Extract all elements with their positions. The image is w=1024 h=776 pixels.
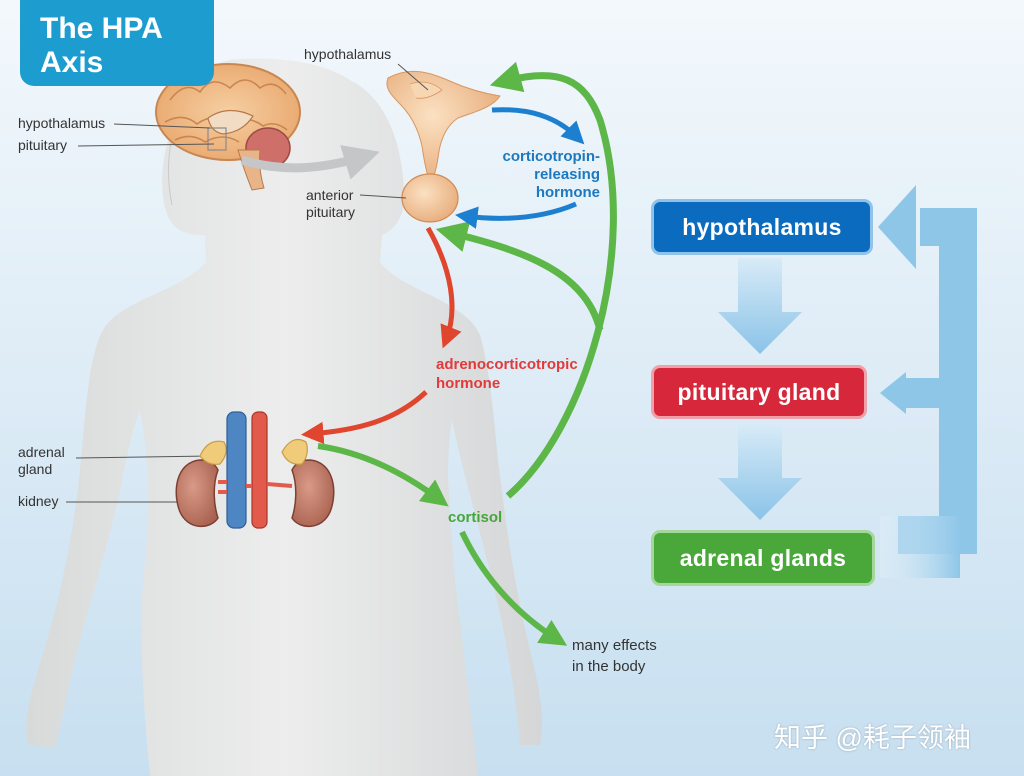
cortisol-effects-arrow [459, 530, 568, 646]
label-acth-1: adrenocorticotropic [436, 356, 578, 373]
aorta [251, 411, 268, 529]
flow-box-hypothalamus: hypothalamus [651, 199, 873, 255]
cortisol-feedback-pituitary-arrow [435, 221, 604, 331]
flow-box-pituitary-label: pituitary gland [677, 378, 841, 405]
label-pituitary: pituitary [18, 137, 68, 153]
pituitary-pointer [77, 143, 215, 147]
human-body-silhouette [26, 58, 542, 776]
title-box: The HPA Axis [20, 0, 214, 86]
label-effects-2: in the body [572, 658, 646, 675]
right-kidney [291, 459, 335, 527]
adrenal-pointer [75, 455, 211, 459]
label-acth-2: hormone [436, 375, 501, 392]
anterior-pituitary [401, 173, 459, 223]
label-anterior-2: pituitary [306, 204, 356, 220]
feedback-arrow-to-hypothalamus [878, 185, 916, 269]
flow-arrow-pituitary-to-adrenal [718, 424, 802, 520]
adrenal-to-cortisol-arrow [317, 443, 449, 507]
label-adrenal-1: adrenal [18, 444, 65, 460]
watermark: 知乎 @耗子领袖 [774, 723, 971, 753]
anterior-pituitary-pointer [359, 194, 407, 199]
acth-arrow-to-adrenal [301, 390, 428, 445]
feedback-arrow-to-pituitary [880, 372, 906, 414]
flow-box-adrenal-label: adrenal glands [679, 544, 847, 571]
pituitary-marker-box [207, 127, 227, 151]
zoom-arrow [240, 145, 380, 180]
label-crh-1: corticotropin- [502, 148, 601, 165]
crh-arrow-out [491, 107, 585, 145]
feedback-stem-to-pituitary [906, 378, 940, 408]
label-effects-1: many effects [572, 637, 657, 654]
title-line-1: The HPA [40, 12, 163, 45]
label-anterior-1: anterior [306, 187, 354, 203]
label-kidney: kidney [18, 493, 59, 509]
hypothalamus-highlight [409, 81, 443, 99]
label-cortisol: cortisol [448, 509, 503, 526]
renal-vessels [218, 480, 293, 494]
flow-box-adrenal: adrenal glands [651, 530, 875, 586]
flow-box-hypothalamus-label: hypothalamus [682, 213, 842, 240]
acth-arrow-down [425, 226, 462, 349]
flow-box-pituitary: pituitary gland [651, 365, 867, 419]
hypothalamus-zoom-pointer [397, 63, 429, 91]
label-crh-2: releasing [534, 166, 600, 183]
label-adrenal-2: gland [18, 461, 53, 477]
label-hypothalamus: hypothalamus [18, 115, 106, 131]
title-line-2: Axis [40, 46, 104, 79]
vena-cava [226, 411, 247, 529]
left-kidney [175, 459, 219, 527]
feedback-loop-bottom [880, 516, 960, 578]
label-crh-3: hormone [535, 184, 600, 201]
flow-arrow-hypothalamus-to-pituitary [718, 258, 802, 354]
crh-arrow-in [455, 201, 577, 229]
right-adrenal-gland [281, 439, 308, 465]
left-adrenal-gland [199, 440, 227, 465]
hypothalamus-gland [386, 70, 501, 183]
cortisol-feedback-hypothalamus-arrow [489, 61, 617, 499]
hypothalamus-pointer [113, 123, 211, 129]
label-hypothalamus-zoom: hypothalamus [304, 46, 392, 62]
